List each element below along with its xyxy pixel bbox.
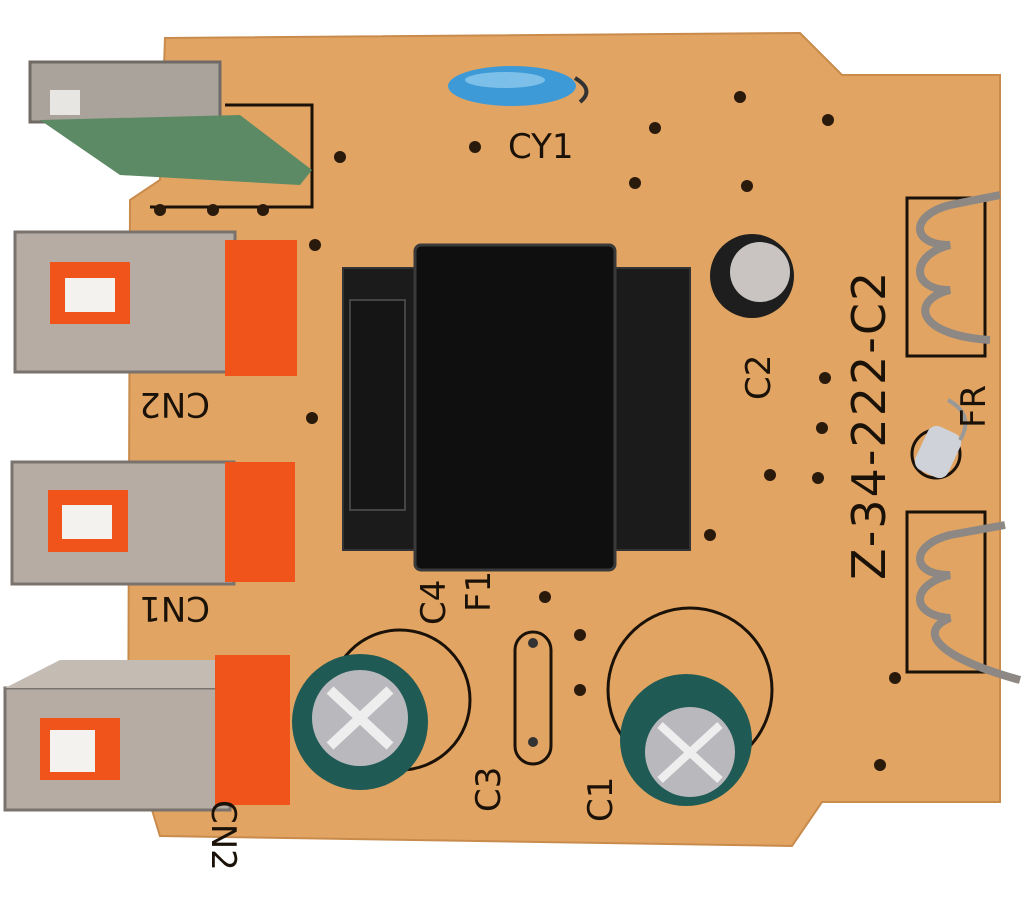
via-holes: [154, 91, 901, 771]
label-c4: C4: [414, 580, 454, 625]
label-cn2-bottom: CN2: [203, 800, 243, 871]
label-cn2-top: CN2: [139, 384, 210, 424]
label-board-code: Z-34-222-C2: [842, 270, 896, 580]
usb-connector-cn2-top: [13, 230, 297, 376]
fuse-resistor-fr: [914, 398, 968, 479]
label-c1: C1: [581, 777, 621, 822]
usb-connector-cn2-bottom: [3, 655, 290, 812]
usb-connector-cn1: [10, 460, 295, 586]
label-f1: F1: [459, 571, 499, 612]
label-cn1: CN1: [139, 588, 210, 628]
label-c3: C3: [469, 767, 509, 812]
label-fr: FR: [954, 385, 994, 428]
label-c2: C2: [739, 355, 779, 400]
label-cy1: CY1: [508, 127, 574, 167]
jumper-wire: [528, 638, 538, 747]
right-terminal-top: [916, 191, 1001, 344]
right-terminal-bottom: [916, 521, 1022, 684]
capacitor-c1: [620, 674, 752, 806]
top-left-connector: [28, 60, 312, 185]
transformer: [342, 243, 691, 572]
capacitor-c2: [710, 234, 794, 318]
capacitor-c3: [292, 654, 428, 790]
capacitor-cy1: [448, 66, 589, 106]
